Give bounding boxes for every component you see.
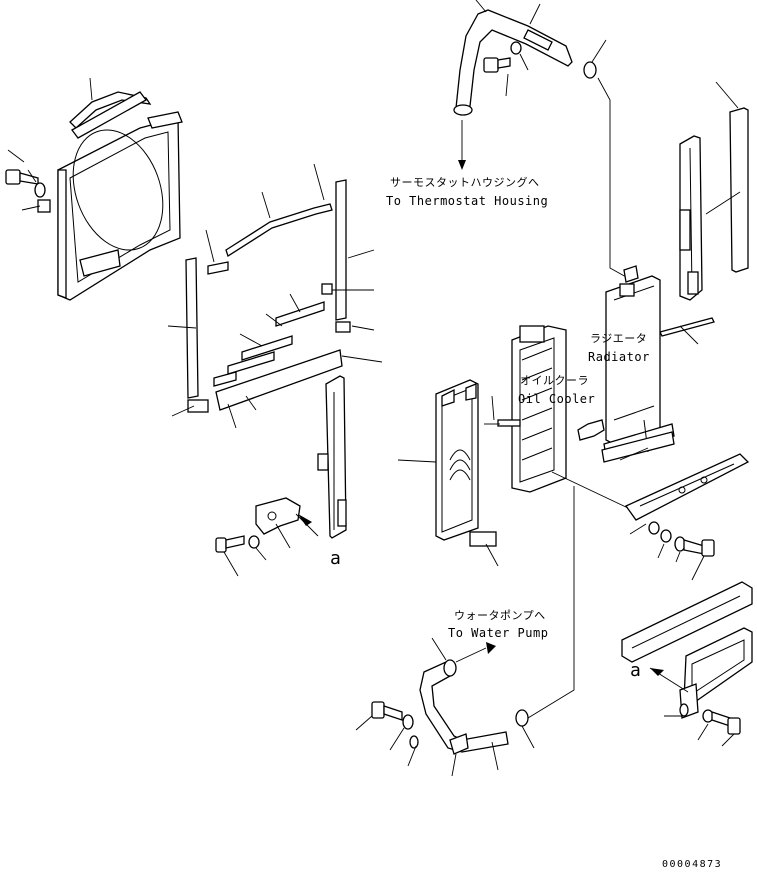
drawing-number: 00004873 — [662, 859, 723, 870]
view-mark-a-right: a — [630, 660, 642, 681]
bolt-right-lower — [679, 703, 741, 735]
lower-hose — [419, 659, 529, 755]
side-bracket-left — [255, 375, 347, 539]
lower-mount-bracket — [601, 431, 750, 521]
thermostat-label-jp: サーモスタットハウジングへ — [390, 176, 540, 189]
radiator-label-en: Radiator — [588, 350, 650, 364]
upper-hose — [453, 9, 573, 116]
water-pump-label-en: To Water Pump — [448, 626, 549, 640]
bolt-lower-hose — [371, 701, 419, 749]
view-mark-a-left: a — [330, 548, 342, 569]
shroud-cover — [69, 91, 152, 139]
bolt-left-upper — [5, 169, 51, 213]
bolt-left-lower — [215, 535, 260, 553]
under-cover-assembly — [621, 581, 753, 719]
oil-cooler-label-jp: オイルクーラ — [520, 374, 589, 387]
oil-cooler-label-en: Oil Cooler — [518, 392, 596, 406]
radiator-label-jp: ラジエータ — [590, 332, 648, 345]
water-pump-label-jp: ウォータポンプへ — [454, 609, 546, 622]
seal-frame — [185, 179, 351, 413]
hose-clamp-bolt — [483, 41, 597, 79]
oil-cooler-core — [497, 325, 567, 493]
front-core — [435, 379, 497, 547]
bolt-right-middle — [648, 521, 715, 557]
fan-shroud — [57, 111, 183, 301]
thermostat-label-en: To Thermostat Housing — [386, 194, 549, 208]
rear-bracket-right — [679, 107, 749, 301]
